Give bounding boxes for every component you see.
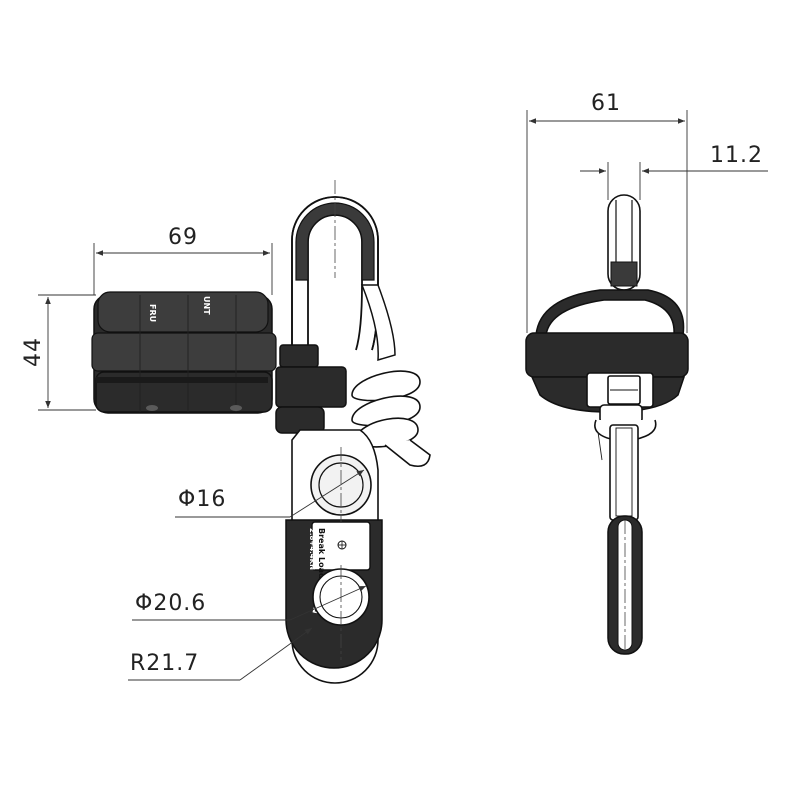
dim-label-112: 11.2 bbox=[710, 143, 763, 168]
dim-label-phi16: Φ16 bbox=[178, 487, 226, 512]
swivel-collar bbox=[275, 344, 347, 434]
front-view: FRU UNT bbox=[21, 180, 431, 684]
dimension-phi16: Φ16 bbox=[175, 469, 365, 518]
dimension-61: 61 bbox=[526, 91, 688, 333]
dimension-112: 11.2 bbox=[580, 143, 768, 200]
break-load-line1: Break Load bbox=[317, 528, 326, 579]
dim-label-69: 69 bbox=[168, 225, 198, 250]
side-lower-strap bbox=[597, 424, 639, 521]
dimension-phi206: Φ20.6 bbox=[132, 585, 367, 621]
side-bottom-sheave bbox=[607, 515, 643, 655]
side-view: 61 11.2 bbox=[525, 91, 768, 655]
side-mark-1: FRU bbox=[148, 304, 157, 322]
dim-label-r217: R21.7 bbox=[130, 651, 199, 676]
side-mark-2: UNT bbox=[202, 296, 211, 315]
dim-label-61: 61 bbox=[591, 91, 621, 116]
side-top-sheave bbox=[607, 194, 641, 291]
dimension-r217: R21.7 bbox=[128, 627, 313, 681]
cleat-housing: FRU UNT bbox=[91, 291, 277, 414]
dim-label-phi206: Φ20.6 bbox=[135, 591, 206, 616]
shackle-loop bbox=[291, 180, 379, 351]
rope-coil bbox=[351, 370, 431, 468]
dimension-69: 69 bbox=[93, 225, 273, 295]
dim-label-44: 44 bbox=[21, 337, 46, 367]
break-load-line2: 2.8+4.4KN bbox=[308, 528, 316, 570]
dimension-44: 44 bbox=[21, 294, 96, 411]
